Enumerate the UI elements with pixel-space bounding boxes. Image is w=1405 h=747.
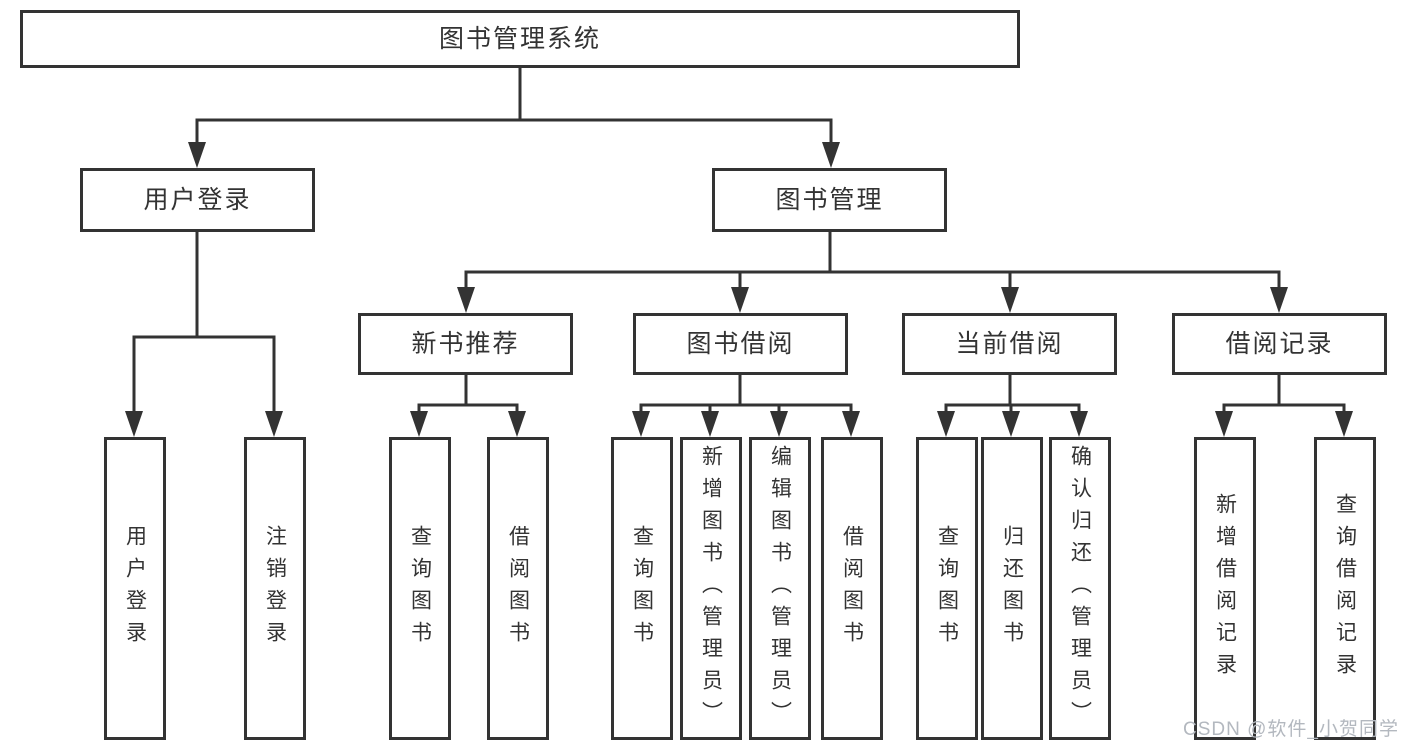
arrow-down-icon <box>1270 287 1288 313</box>
leaf-query-books-recommend: 查询图书 <box>389 437 451 740</box>
node-book-borrow: 图书借阅 <box>633 313 848 375</box>
connector-borrow-records-to-leaves <box>1215 375 1353 437</box>
arrow-down-icon <box>1215 411 1233 437</box>
node-book-management-label: 图书管理 <box>775 185 884 214</box>
leaf-query-books-current-label: 查询图书 <box>935 524 959 653</box>
arrow-down-icon <box>1335 411 1353 437</box>
leaf-user-login: 用户登录 <box>104 437 166 740</box>
connector-user-login-to-leaves <box>125 232 283 437</box>
leaf-logout-label: 注销登录 <box>263 524 287 653</box>
arrow-down-icon <box>1002 411 1020 437</box>
leaf-query-books-recommend-label: 查询图书 <box>408 524 432 653</box>
leaf-return-book: 归还图书 <box>981 437 1043 740</box>
arrow-down-icon <box>770 411 788 437</box>
node-new-book-recommend-label: 新书推荐 <box>411 329 520 358</box>
leaf-logout: 注销登录 <box>244 437 306 740</box>
connector-current-borrow-to-leaves <box>937 375 1088 437</box>
leaf-edit-book-admin: 编辑图书（管理员） <box>749 437 811 740</box>
arrow-down-icon <box>822 142 840 168</box>
leaf-borrow-books-borrow: 借阅图书 <box>821 437 883 740</box>
leaf-query-books-borrow-label: 查询图书 <box>630 524 654 653</box>
leaf-add-book-admin-label: 新增图书（管理员） <box>699 444 723 733</box>
node-library-system: 图书管理系统 <box>20 10 1020 68</box>
leaf-query-borrow-record: 查询借阅记录 <box>1314 437 1376 740</box>
leaf-borrow-books-recommend-label: 借阅图书 <box>506 524 530 653</box>
leaf-query-books-current: 查询图书 <box>916 437 978 740</box>
node-user-login-label: 用户登录 <box>143 185 252 214</box>
leaf-add-book-admin: 新增图书（管理员） <box>680 437 742 740</box>
leaf-query-books-borrow: 查询图书 <box>611 437 673 740</box>
arrow-down-icon <box>701 411 719 437</box>
connector-root-to-level2 <box>188 68 840 168</box>
node-library-system-label: 图书管理系统 <box>438 24 601 53</box>
node-current-borrow-label: 当前借阅 <box>955 329 1064 358</box>
arrow-down-icon <box>125 411 143 437</box>
connector-book-borrow-to-leaves <box>632 375 860 437</box>
leaf-edit-book-admin-label: 编辑图书（管理员） <box>768 444 792 733</box>
node-current-borrow: 当前借阅 <box>902 313 1117 375</box>
leaf-query-borrow-record-label: 查询借阅记录 <box>1333 492 1357 685</box>
node-new-book-recommend: 新书推荐 <box>358 313 573 375</box>
arrow-down-icon <box>508 411 526 437</box>
node-book-borrow-label: 图书借阅 <box>686 329 795 358</box>
node-user-login: 用户登录 <box>80 168 315 232</box>
arrow-down-icon <box>188 142 206 168</box>
arrow-down-icon <box>937 411 955 437</box>
node-borrow-records-label: 借阅记录 <box>1225 329 1334 358</box>
leaf-borrow-books-recommend: 借阅图书 <box>487 437 549 740</box>
connector-new-book-recommend-to-leaves <box>410 375 526 437</box>
leaf-add-borrow-record: 新增借阅记录 <box>1194 437 1256 740</box>
csdn-watermark: CSDN @软件_小贺同学 <box>1183 719 1399 740</box>
node-borrow-records: 借阅记录 <box>1172 313 1387 375</box>
leaf-confirm-return-admin-label: 确认归还（管理员） <box>1068 444 1092 733</box>
arrow-down-icon <box>457 287 475 313</box>
leaf-borrow-books-borrow-label: 借阅图书 <box>840 524 864 653</box>
arrow-down-icon <box>632 411 650 437</box>
arrow-down-icon <box>410 411 428 437</box>
arrow-down-icon <box>842 411 860 437</box>
arrow-down-icon <box>265 411 283 437</box>
arrow-down-icon <box>731 287 749 313</box>
node-book-management: 图书管理 <box>712 168 947 232</box>
leaf-user-login-label: 用户登录 <box>123 524 147 653</box>
arrow-down-icon <box>1070 411 1088 437</box>
arrow-down-icon <box>1001 287 1019 313</box>
leaf-add-borrow-record-label: 新增借阅记录 <box>1213 492 1237 685</box>
leaf-confirm-return-admin: 确认归还（管理员） <box>1049 437 1111 740</box>
connector-book-management-to-level3 <box>457 232 1288 313</box>
leaf-return-book-label: 归还图书 <box>1000 524 1024 653</box>
